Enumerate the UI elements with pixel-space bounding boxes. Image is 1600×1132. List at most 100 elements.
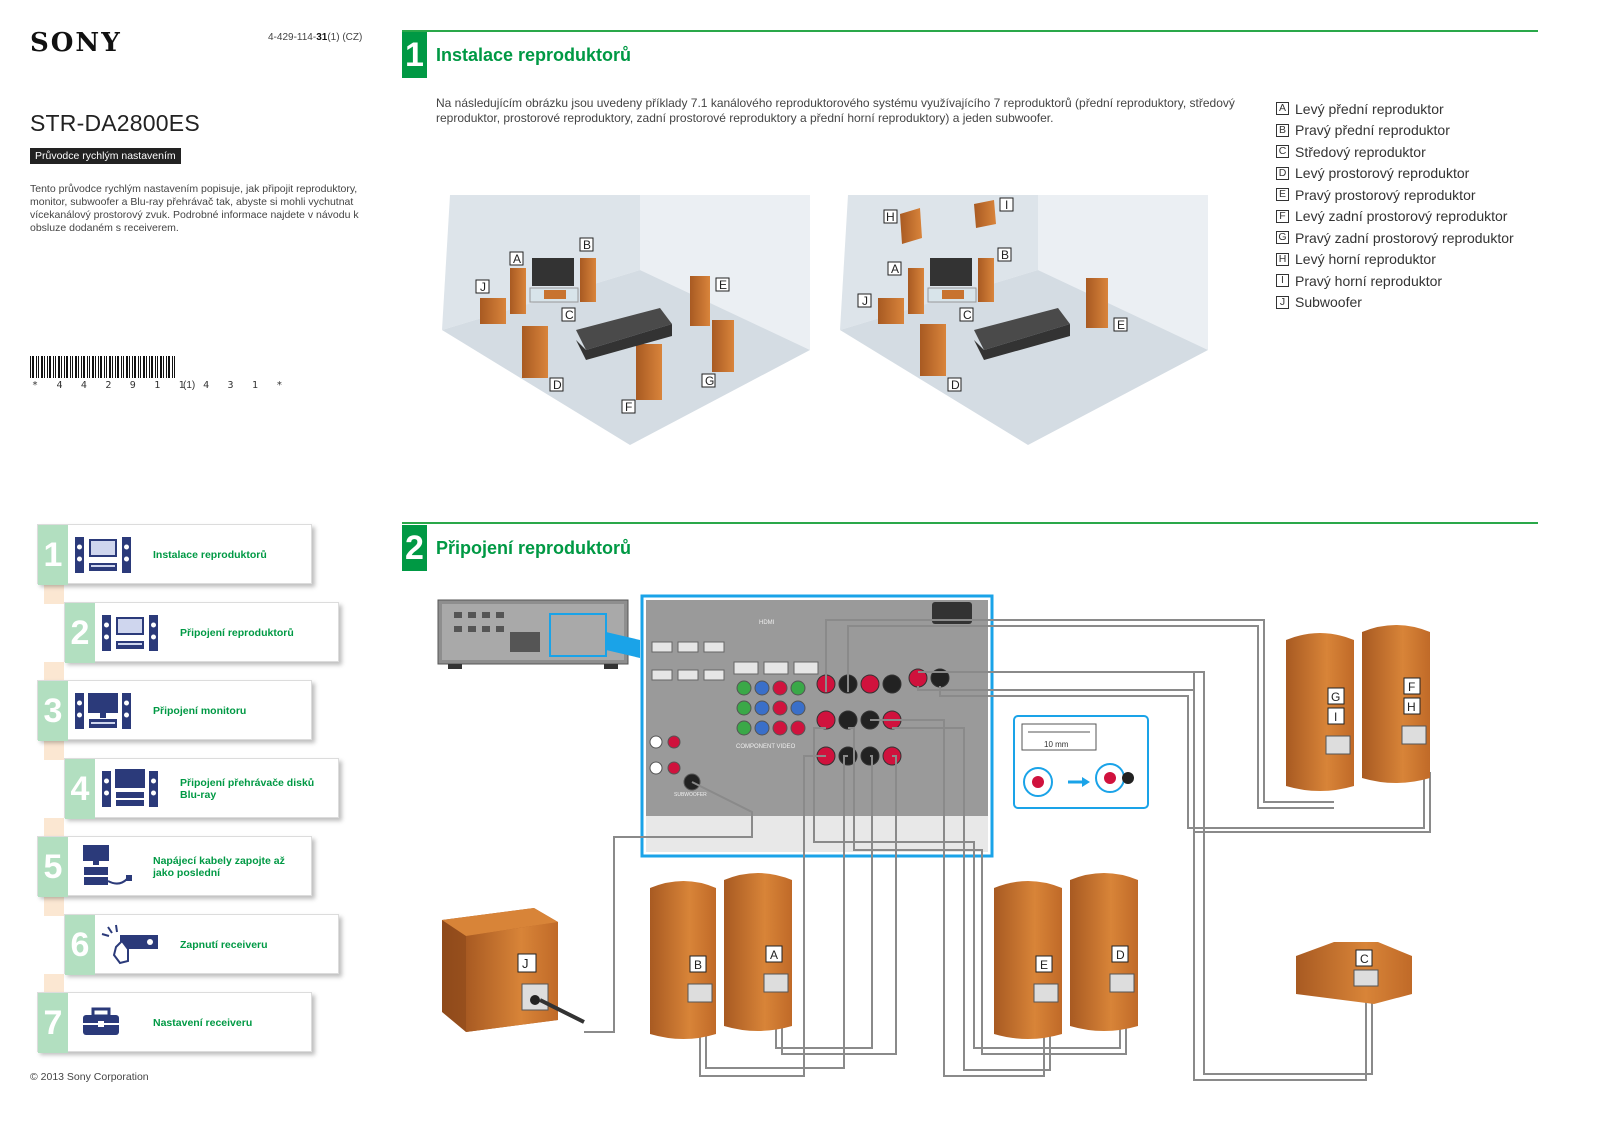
room1-tag-e: E <box>719 278 727 292</box>
tag-j: J <box>522 956 529 971</box>
legend-key: D <box>1276 166 1289 180</box>
barcode-bar <box>75 356 77 378</box>
barcode-bar <box>44 356 45 378</box>
barcode-bar <box>160 356 162 378</box>
panel-hdmi-label: HDMI <box>759 620 775 626</box>
room2-tag-j: J <box>862 294 868 308</box>
legend-key: G <box>1276 231 1289 245</box>
step-connector <box>44 740 64 760</box>
section-2-number: 2 <box>402 525 427 571</box>
legend-label: Levý zadní prostorový reproduktor <box>1295 208 1508 225</box>
barcode-bar <box>38 356 39 378</box>
step-number: 1 <box>38 525 68 585</box>
barcode-bar <box>58 356 60 378</box>
legend-label: Levý horní reproduktor <box>1295 251 1436 268</box>
tag-f: F <box>1408 680 1415 694</box>
legend-key: I <box>1276 274 1289 288</box>
legend-label: Pravý zadní prostorový reproduktor <box>1295 229 1514 246</box>
power-on-icon <box>101 924 158 965</box>
power-cable-icon <box>83 845 132 885</box>
barcode-bar <box>166 356 167 378</box>
section-1-title: Instalace reproduktorů <box>436 45 632 65</box>
section-1-description: Na následujícím obrázku jsou uvedeny pří… <box>436 96 1235 125</box>
step-card-2[interactable]: 2 Připojení reproduktorů <box>64 602 339 663</box>
step-number: 5 <box>38 837 68 897</box>
barcode-bar <box>81 356 82 378</box>
barcode-bar <box>66 356 68 378</box>
model-name: STR-DA2800ES <box>30 110 200 136</box>
step-number: 6 <box>65 915 95 975</box>
barcode-bar <box>106 356 107 378</box>
step-number: 7 <box>38 993 68 1053</box>
legend-key: B <box>1276 123 1289 137</box>
barcode-bar <box>138 356 139 378</box>
legend-label: Levý prostorový reproduktor <box>1295 165 1470 182</box>
legend-key: H <box>1276 252 1289 266</box>
speaker-setup-icon <box>75 537 131 573</box>
legend-label: Pravý přední reproduktor <box>1295 122 1450 139</box>
subwoofer-j: J <box>442 908 585 1032</box>
step-card-4[interactable]: 4 Připojení přehrávače disků Blu-ray <box>64 758 339 819</box>
room-diagram-7-1: A B C D E F G J <box>442 195 810 445</box>
step-card-7[interactable]: 7 Nastavení receiveru <box>37 992 312 1053</box>
barcode-bar <box>132 356 133 378</box>
step-card-3[interactable]: 3 Připojení monitoru <box>37 680 312 741</box>
speaker-wiring-diagram: HDMI COMPONENT VIDEO SUBWOOFER 10 mm <box>437 594 1431 1081</box>
step-connector <box>44 662 64 682</box>
step-card-5[interactable]: 5 Napájecí kabely zapojte až jako posled… <box>37 836 312 897</box>
room1-tag-j: J <box>480 280 486 294</box>
wire-strip-length: 10 mm <box>1044 740 1069 749</box>
step-label: Připojení reproduktorů <box>180 627 294 639</box>
step-connector <box>44 584 64 604</box>
step-label: Instalace reproduktorů <box>153 549 267 561</box>
barcode-bar <box>89 356 90 378</box>
barcode-bar <box>123 356 124 378</box>
barcode-bar <box>41 356 43 378</box>
legend-label: Pravý prostorový reproduktor <box>1295 186 1476 203</box>
barcode-bar <box>121 356 122 378</box>
step-label: Napájecí kabely zapojte až jako poslední <box>153 855 285 879</box>
guide-badge: Průvodce rychlým nastavením <box>30 148 181 164</box>
barcode-bar <box>64 356 65 378</box>
room2-tag-c: C <box>963 308 972 322</box>
room-diagram-height: A B C D E H I J <box>840 195 1208 445</box>
legend-key: A <box>1276 102 1289 116</box>
barcode-bar <box>168 356 170 378</box>
step-label: Připojení přehrávače disků Blu-ray <box>180 777 315 801</box>
speaker-f-h: F H <box>1362 625 1430 783</box>
step-label: Připojení monitoru <box>153 705 247 717</box>
tag-a: A <box>770 948 778 962</box>
barcode-bar <box>134 356 136 378</box>
step-connector <box>44 896 64 916</box>
speaker-e: E <box>994 881 1062 1039</box>
sony-logo: SONY <box>30 28 122 58</box>
barcode-bar <box>61 356 62 378</box>
tag-d: D <box>1116 948 1125 962</box>
barcode-bar <box>117 356 119 378</box>
step-card-1[interactable]: 1 Instalace reproduktorů <box>37 524 312 585</box>
step-number: 2 <box>65 603 95 663</box>
room2-tag-h: H <box>886 210 895 224</box>
step-card-6[interactable]: 6 Zapnutí receiveru <box>64 914 339 975</box>
barcode-bar <box>174 356 175 378</box>
room2-tag-b: B <box>1001 248 1009 262</box>
legend-item: G Pravý zadní prostorový reproduktor <box>1276 227 1514 249</box>
tag-h: H <box>1407 700 1416 714</box>
bluray-connection-icon <box>102 769 158 807</box>
tag-g: G <box>1331 690 1340 704</box>
room2-tag-a: A <box>891 262 899 276</box>
barcode-bar <box>172 356 173 378</box>
barcode-suffix: (1) <box>183 380 196 391</box>
step-connector <box>44 818 64 838</box>
barcode-bar <box>151 356 153 378</box>
legend-label: Levý přední reproduktor <box>1295 100 1444 117</box>
speaker-d: D <box>1070 873 1138 1031</box>
room1-tag-b: B <box>583 238 591 252</box>
barcode-bar <box>100 356 102 378</box>
room2-tag-d: D <box>951 378 960 392</box>
barcode-bar <box>55 356 56 378</box>
room1-tag-g: G <box>705 374 714 388</box>
barcode-bar <box>36 356 37 378</box>
barcode-bar <box>149 356 150 378</box>
